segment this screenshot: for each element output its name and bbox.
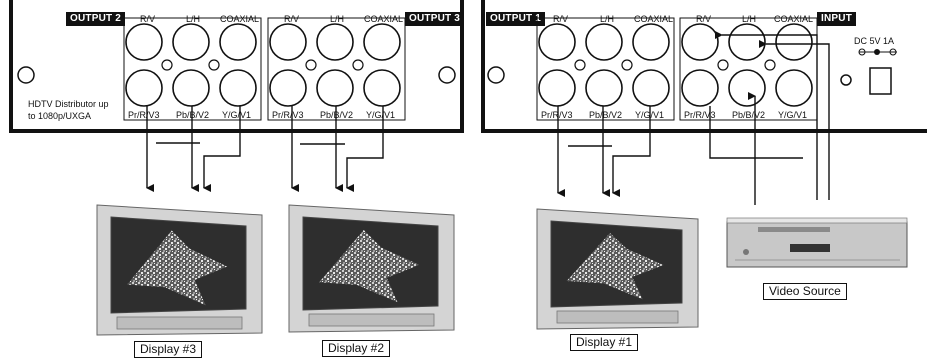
player-top-edge bbox=[726, 217, 908, 224]
rca-screw-icon bbox=[621, 59, 633, 71]
tv-picture bbox=[127, 230, 228, 306]
pr-port-label: Pr/R/V3 bbox=[541, 110, 573, 120]
rca-screw-icon bbox=[574, 59, 586, 71]
rca-jack-icon bbox=[632, 23, 670, 61]
wire-to-display-3 bbox=[203, 106, 241, 192]
mounting-hole-icon bbox=[840, 74, 852, 86]
rca-jack-icon bbox=[775, 69, 813, 107]
rca-jack-icon bbox=[585, 23, 623, 61]
rca-jack-icon bbox=[316, 23, 354, 61]
rca-screw-icon bbox=[161, 59, 173, 71]
rca-jack-icon bbox=[538, 69, 576, 107]
coaxial-label: COAXIAL bbox=[364, 14, 404, 24]
rca-jack-icon bbox=[269, 69, 307, 107]
product-description-line-2: to 1080p/UXGA bbox=[28, 111, 92, 121]
rca-jack-icon bbox=[538, 23, 576, 61]
rca-jack-icon bbox=[316, 69, 354, 107]
display-2-caption: Display #2 bbox=[322, 340, 391, 357]
rca-jack-icon bbox=[681, 69, 719, 107]
rca-screw-icon bbox=[764, 59, 776, 71]
pb-port-label: Pb/B/V2 bbox=[732, 110, 766, 120]
rv-label: R/V bbox=[140, 14, 156, 24]
product-description-line-1: HDTV Distributor up bbox=[28, 99, 109, 109]
wire-bridge bbox=[709, 106, 803, 159]
power-button-icon bbox=[743, 249, 749, 255]
rca-screw-icon bbox=[305, 59, 317, 71]
rca-jack-icon bbox=[632, 69, 670, 107]
rca-jack-icon bbox=[363, 69, 401, 107]
rca-connectors bbox=[125, 23, 813, 107]
display-3-tv bbox=[96, 204, 263, 336]
tv-picture bbox=[566, 233, 664, 300]
rca-jack-icon bbox=[681, 23, 719, 61]
pr-port-label: Pr/R/V3 bbox=[684, 110, 716, 120]
player-display bbox=[790, 244, 830, 252]
coaxial-label: COAXIAL bbox=[634, 14, 674, 24]
rca-jack-icon bbox=[728, 69, 766, 107]
polarity-symbol bbox=[858, 48, 866, 56]
displays bbox=[96, 204, 699, 336]
rca-jack-icon bbox=[219, 69, 257, 107]
power-label: DC 5V 1A bbox=[854, 36, 895, 46]
lh-label: L/H bbox=[186, 14, 201, 24]
coaxial-label: COAXIAL bbox=[220, 14, 260, 24]
lh-label: L/H bbox=[742, 14, 757, 24]
coaxial-label: COAXIAL bbox=[774, 14, 814, 24]
mounting-hole-icon bbox=[438, 66, 456, 84]
rca-jack-icon bbox=[775, 23, 813, 61]
pr-port-label: Pr/R/V3 bbox=[128, 110, 160, 120]
display-1-tv bbox=[536, 208, 699, 330]
video-source-player bbox=[726, 217, 908, 268]
rv-label: R/V bbox=[696, 14, 712, 24]
connector-group-outline bbox=[536, 17, 675, 121]
tv-stand bbox=[556, 310, 679, 324]
rca-jack-icon bbox=[269, 23, 307, 61]
pb-port-label: Pb/B/V2 bbox=[589, 110, 623, 120]
lh-label: L/H bbox=[600, 14, 615, 24]
tv-stand bbox=[308, 313, 435, 327]
rv-label: R/V bbox=[553, 14, 569, 24]
product-description: HDTV Distributor up to 1080p/UXGA bbox=[28, 98, 109, 122]
y-port-label: Y/G/V1 bbox=[222, 110, 252, 120]
rca-jack-icon bbox=[172, 69, 210, 107]
output-3-badge: OUTPUT 3 bbox=[405, 12, 465, 26]
pr-port-label: Pr/R/V3 bbox=[272, 110, 304, 120]
rca-jack-icon bbox=[125, 69, 163, 107]
video-source-caption: Video Source bbox=[763, 283, 847, 300]
rca-screw-icon bbox=[717, 59, 729, 71]
rv-label: R/V bbox=[284, 14, 300, 24]
wire-from-source bbox=[759, 40, 830, 200]
rca-screw-icon bbox=[352, 59, 364, 71]
rca-jack-icon bbox=[585, 69, 623, 107]
output-2-badge: OUTPUT 2 bbox=[66, 12, 126, 26]
y-port-label: Y/G/V1 bbox=[366, 110, 396, 120]
rca-jack-icon bbox=[125, 23, 163, 61]
rca-jack-icon bbox=[172, 23, 210, 61]
power-socket bbox=[869, 67, 892, 95]
mounting-hole-icon bbox=[487, 66, 505, 84]
rca-jack-icon bbox=[219, 23, 257, 61]
y-port-label: Y/G/V1 bbox=[778, 110, 808, 120]
rca-jack-icon bbox=[728, 23, 766, 61]
rca-screw-icon bbox=[208, 59, 220, 71]
wire-to-display-1 bbox=[612, 106, 651, 197]
rca-jack-icon bbox=[363, 23, 401, 61]
tv-stand bbox=[116, 316, 243, 330]
disc-tray bbox=[758, 227, 830, 232]
output-1-badge: OUTPUT 1 bbox=[486, 12, 546, 26]
wire-from-source bbox=[715, 31, 818, 200]
signal-wires bbox=[146, 31, 830, 205]
input-badge: INPUT bbox=[817, 12, 856, 26]
wire-to-display-2 bbox=[346, 106, 384, 192]
lh-label: L/H bbox=[330, 14, 345, 24]
mounting-hole-icon bbox=[17, 66, 35, 84]
polarity-symbol bbox=[889, 48, 897, 56]
tv-picture bbox=[319, 230, 420, 303]
display-2-tv bbox=[288, 204, 455, 333]
display-3-caption: Display #3 bbox=[134, 341, 203, 358]
display-1-caption: Display #1 bbox=[570, 334, 639, 351]
